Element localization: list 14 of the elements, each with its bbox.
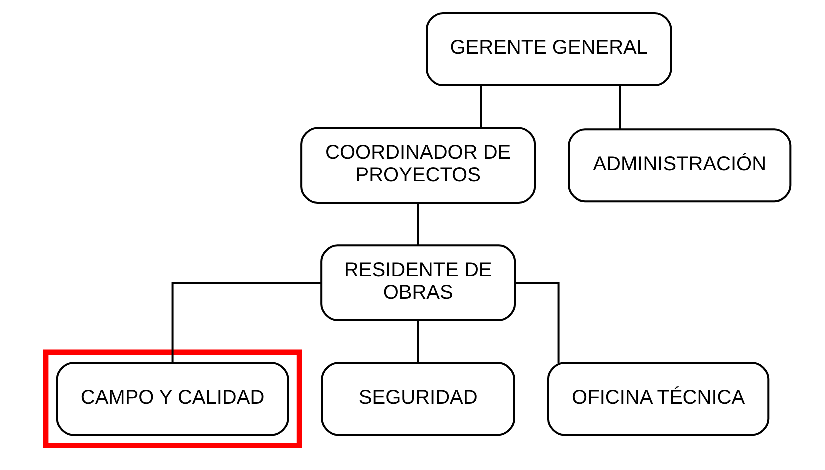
connector (171, 282, 321, 364)
node-box: GERENTE GENERAL (426, 12, 672, 87)
connector (480, 86, 482, 128)
node-box: COORDINADOR DE PROYECTOS (300, 127, 536, 204)
cluster (42, 350, 302, 449)
node-box: RESIDENTE DE OBRAS (320, 244, 516, 322)
node-box: ADMINISTRACIÓN (568, 128, 792, 203)
node-box: SEGURIDAD (320, 362, 515, 436)
connector (618, 86, 621, 130)
connector (416, 203, 419, 246)
connector (416, 320, 419, 364)
node-box: CAMPO Y CALIDAD (56, 362, 289, 436)
connector (514, 282, 560, 364)
node-box: OFICINA TÉCNICA (546, 362, 770, 436)
